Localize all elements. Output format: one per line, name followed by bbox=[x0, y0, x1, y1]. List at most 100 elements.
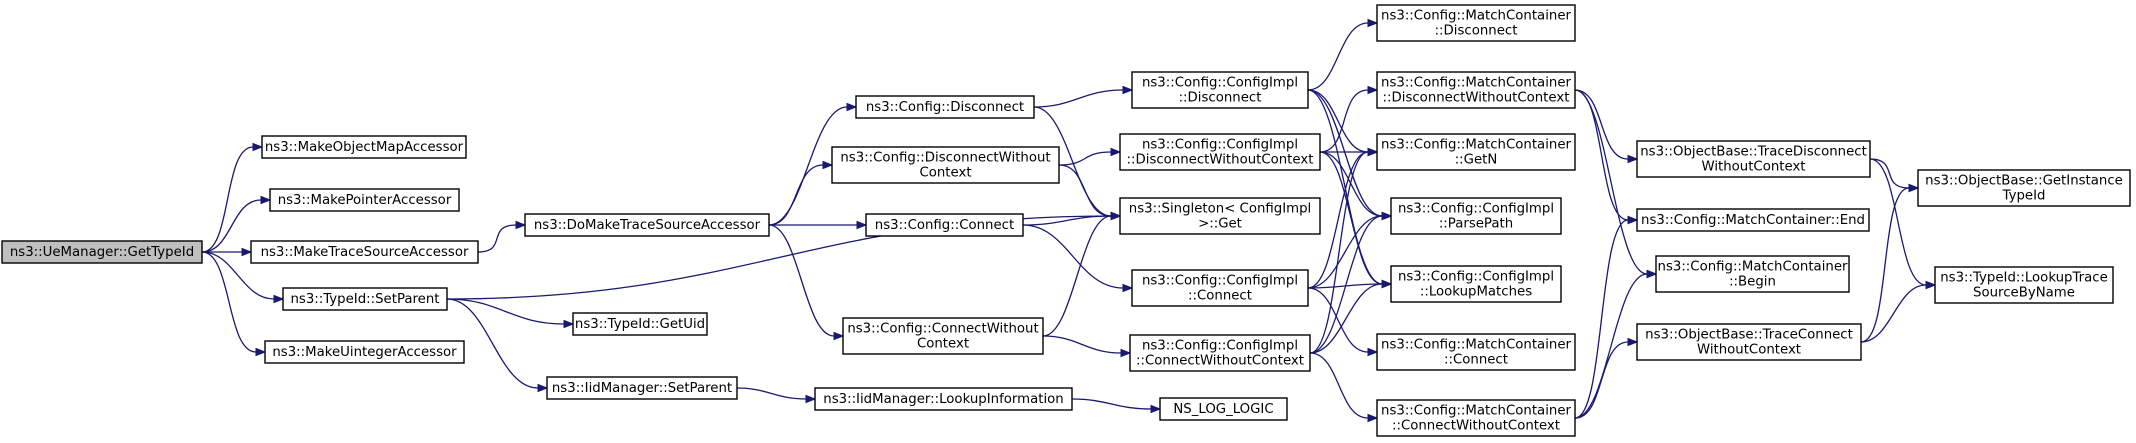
call-edge bbox=[202, 247, 253, 257]
function-node-ns3-config-configimpl-parsepath[interactable]: ns3::Config::ConfigImpl::ParsePath bbox=[1390, 197, 1562, 235]
arrowhead-icon bbox=[1110, 147, 1122, 157]
node-label: ns3::Config::ConfigImpl bbox=[1142, 274, 1298, 289]
arrowhead-icon bbox=[833, 331, 845, 341]
node-label: ::LookupMatches bbox=[1420, 285, 1532, 300]
function-node-ns3-config-configimpl-connectwithoutcontext[interactable]: ns3::Config::ConfigImpl::ConnectWithoutC… bbox=[1129, 334, 1311, 372]
call-edge bbox=[1319, 151, 1393, 289]
node-label: ns3::Singleton< ConfigImpl bbox=[1129, 202, 1311, 217]
node-label: ns3::ObjectBase::TraceConnect bbox=[1645, 328, 1853, 343]
node-box bbox=[1, 240, 203, 264]
node-label: ns3::MakeUintegerAccessor bbox=[272, 345, 457, 360]
node-label: ns3::MakePointerAccessor bbox=[278, 193, 452, 208]
function-node-ns3-iidmanager-lookupinformation[interactable]: ns3::IidManager::LookupInformation bbox=[814, 387, 1073, 411]
node-label: ns3::Config::ConnectWithout bbox=[847, 322, 1038, 337]
function-node-ns3-domaketracesourceaccessor[interactable]: ns3::DoMakeTraceSourceAccessor bbox=[524, 213, 770, 237]
arrowhead-icon bbox=[1110, 211, 1122, 221]
node-label: ns3::ObjectBase::GetInstance bbox=[1925, 174, 2123, 189]
call-edge bbox=[446, 298, 549, 393]
call-edge bbox=[1309, 211, 1393, 354]
function-node-ns3-config-matchcontainer-end[interactable]: ns3::Config::MatchContainer::End bbox=[1636, 208, 1870, 232]
node-box bbox=[1917, 169, 2131, 207]
node-box bbox=[1655, 255, 1850, 293]
function-node-ns3-maketracesourceaccessor[interactable]: ns3::MakeTraceSourceAccessor bbox=[250, 240, 479, 264]
function-node-ns3-config-matchcontainer-connectwithoutcontext[interactable]: ns3::Config::MatchContainer::ConnectWith… bbox=[1376, 399, 1576, 437]
node-box bbox=[842, 317, 1044, 355]
call-edge bbox=[1309, 352, 1379, 423]
function-node-ns3-config-connectwithoutcontext[interactable]: ns3::Config::ConnectWithoutContext bbox=[842, 317, 1044, 355]
node-box bbox=[1131, 269, 1309, 307]
function-node-ns3-config-matchcontainer-connect[interactable]: ns3::Config::MatchContainer::Connect bbox=[1376, 333, 1576, 371]
call-edge bbox=[201, 142, 264, 253]
function-node-ns3-makepointeraccessor[interactable]: ns3::MakePointerAccessor bbox=[269, 188, 460, 212]
function-node-ns3-config-connect[interactable]: ns3::Config::Connect bbox=[865, 213, 1024, 237]
function-node-ns3-typeid-setparent[interactable]: ns3::TypeId::SetParent bbox=[282, 287, 448, 311]
node-box bbox=[1376, 71, 1576, 109]
call-edge bbox=[1071, 398, 1162, 414]
function-node-ns3-config-configimpl-connect[interactable]: ns3::Config::ConfigImpl::Connect bbox=[1131, 269, 1309, 307]
arrowhead-icon bbox=[1381, 279, 1393, 289]
call-edge bbox=[1307, 287, 1379, 357]
node-label: ns3::DoMakeTraceSourceAccessor bbox=[534, 218, 761, 233]
call-edge bbox=[1574, 89, 1658, 279]
arrowhead-icon bbox=[273, 294, 285, 304]
node-box bbox=[1390, 265, 1562, 303]
arrowhead-icon bbox=[1627, 215, 1639, 225]
call-edge bbox=[201, 251, 285, 304]
call-edge bbox=[768, 224, 845, 341]
node-label: ns3::Config::DisconnectWithout bbox=[840, 151, 1050, 166]
node-label: ns3::Config::Connect bbox=[875, 218, 1014, 233]
call-edge bbox=[1307, 18, 1379, 91]
function-node-ns3-makeuintegeraccessor[interactable]: ns3::MakeUintegerAccessor bbox=[264, 340, 465, 364]
function-node-ns3-typeid-getuid[interactable]: ns3::TypeId::GetUid bbox=[572, 312, 708, 336]
node-label: WithoutContext bbox=[1701, 160, 1805, 175]
node-box bbox=[572, 312, 708, 336]
arrowhead-icon bbox=[537, 383, 549, 393]
function-node-ns3-config-configimpl-disconnectwithoutcontext[interactable]: ns3::Config::ConfigImpl::DisconnectWitho… bbox=[1119, 133, 1321, 171]
function-node-ns3-config-configimpl-lookupmatches[interactable]: ns3::Config::ConfigImpl::LookupMatches bbox=[1390, 265, 1562, 303]
function-node-ns3-config-matchcontainer-disconnect[interactable]: ns3::Config::MatchContainer::Disconnect bbox=[1376, 4, 1576, 42]
function-node-ns3-objectbase-tracedisconnectwithoutcontext[interactable]: ns3::ObjectBase::TraceDisconnectWithoutC… bbox=[1636, 140, 1871, 178]
call-edge bbox=[1309, 147, 1379, 354]
node-label: Context bbox=[919, 166, 971, 181]
arrowhead-icon bbox=[1367, 413, 1379, 423]
node-label: ns3::Config::ConfigImpl bbox=[1398, 202, 1554, 217]
node-label: ns3::IidManager::SetParent bbox=[552, 381, 732, 396]
node-label: ::Connect bbox=[1444, 353, 1508, 368]
node-box bbox=[1636, 208, 1870, 232]
node-label: ns3::ObjectBase::TraceDisconnect bbox=[1640, 145, 1867, 160]
node-label: ns3::TypeId::GetUid bbox=[575, 317, 705, 332]
node-label: ns3::Config::MatchContainer bbox=[1381, 338, 1571, 353]
node-label: ns3::Config::ConfigImpl bbox=[1142, 76, 1298, 91]
function-node-ns3-config-matchcontainer-begin[interactable]: ns3::Config::MatchContainer::Begin bbox=[1655, 255, 1850, 293]
arrowhead-icon bbox=[515, 220, 527, 230]
node-box bbox=[1119, 133, 1321, 171]
function-node-ns3-config-matchcontainer-disconnectwithoutcontext[interactable]: ns3::Config::MatchContainer::DisconnectW… bbox=[1376, 71, 1576, 109]
function-node-ns3-config-matchcontainer-getn[interactable]: ns3::Config::MatchContainer::GetN bbox=[1376, 133, 1576, 171]
function-node-ns3-uemanager-gettypeid[interactable]: ns3::UeManager::GetTypeId bbox=[1, 240, 203, 264]
node-box bbox=[261, 135, 467, 159]
function-node-ns3-makeobjectmapaccessor[interactable]: ns3::MakeObjectMapAccessor bbox=[261, 135, 467, 159]
call-edge bbox=[1319, 85, 1379, 153]
node-label: ::Begin bbox=[1729, 275, 1776, 290]
function-node-ns3-objectbase-traceconnectwithoutcontext[interactable]: ns3::ObjectBase::TraceConnectWithoutCont… bbox=[1636, 323, 1862, 361]
call-edge bbox=[446, 298, 575, 329]
node-box bbox=[831, 146, 1060, 184]
function-node-ns3-config-disconnect[interactable]: ns3::Config::Disconnect bbox=[855, 95, 1035, 119]
arrowhead-icon bbox=[260, 195, 272, 205]
node-box bbox=[1159, 397, 1288, 421]
function-node-ns3-iidmanager-setparent[interactable]: ns3::IidManager::SetParent bbox=[546, 376, 738, 400]
node-box bbox=[250, 240, 479, 264]
function-node-ns3-singleton-configimpl-get[interactable]: ns3::Singleton< ConfigImpl >::Get bbox=[1119, 197, 1321, 235]
function-node-ns-log-logic[interactable]: NS_LOG_LOGIC bbox=[1159, 397, 1288, 421]
function-node-ns3-config-disconnectwithoutcontext[interactable]: ns3::Config::DisconnectWithoutContext bbox=[831, 146, 1060, 184]
node-label: ns3::Config::MatchContainer bbox=[1381, 76, 1571, 91]
node-box bbox=[1636, 323, 1862, 361]
node-label: ns3::MakeTraceSourceAccessor bbox=[261, 245, 469, 260]
arrowhead-icon bbox=[1367, 85, 1379, 95]
call-edge bbox=[768, 102, 858, 226]
function-node-ns3-config-configimpl-disconnect[interactable]: ns3::Config::ConfigImpl::Disconnect bbox=[1131, 71, 1309, 109]
node-box bbox=[524, 213, 770, 237]
call-edge bbox=[768, 220, 868, 230]
